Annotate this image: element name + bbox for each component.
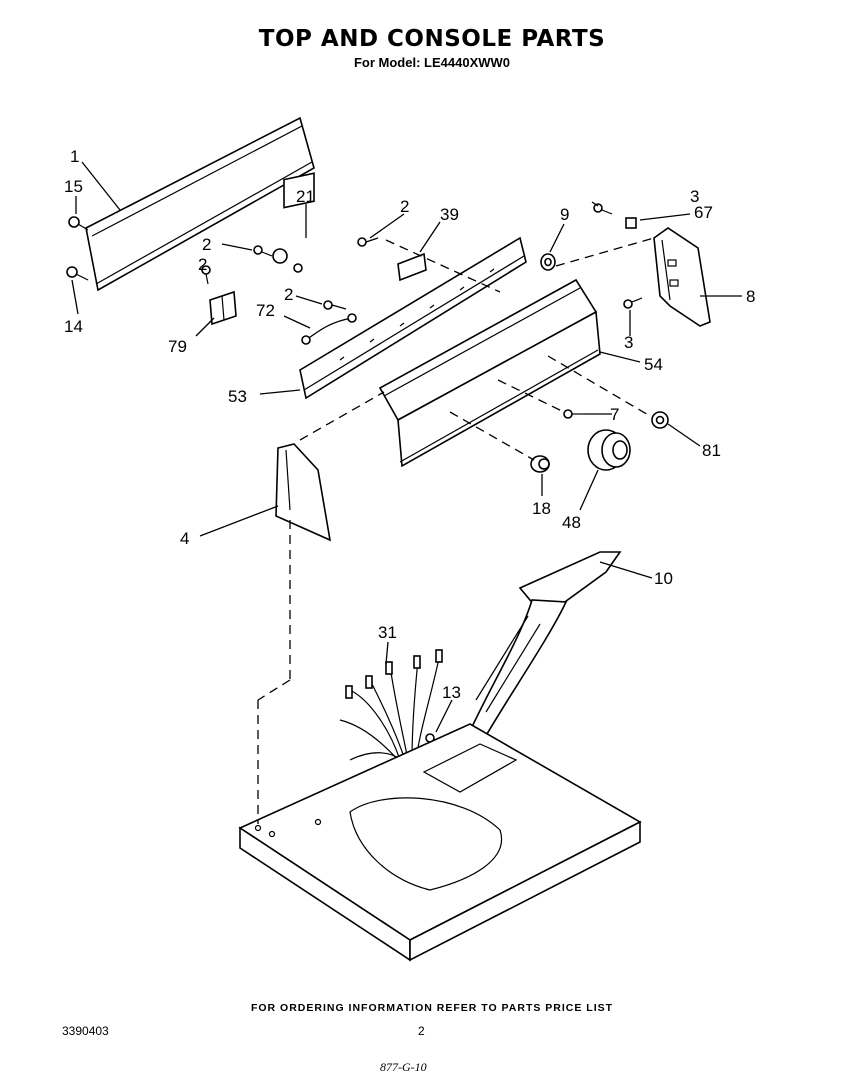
callout-18: 18 — [532, 499, 551, 518]
leader-lines — [71, 161, 742, 733]
part-10-lint-duct — [464, 551, 622, 748]
part-1-top-panel — [85, 116, 315, 292]
ordering-note: FOR ORDERING INFORMATION REFER TO PARTS … — [250, 1002, 614, 1014]
callout-31: 31 — [378, 623, 397, 642]
callout-2-b: 2 — [400, 197, 409, 216]
callout-39: 39 — [440, 205, 459, 224]
callout-15: 15 — [64, 177, 83, 196]
callout-13: 13 — [442, 683, 461, 702]
exploded-parts-diagram: 1 15 14 21 2 2 2 2 39 9 3 67 8 3 79 72 5… — [64, 116, 755, 962]
callout-labels: 1 15 14 21 2 2 2 2 39 9 3 67 8 3 79 72 5… — [64, 147, 755, 702]
callout-48: 48 — [562, 513, 581, 532]
panel-slots-icon — [339, 268, 495, 361]
part-72-wire-icon — [301, 313, 357, 345]
part-9-grommet-icon — [540, 253, 556, 271]
callout-3-a: 3 — [690, 187, 699, 206]
callout-53: 53 — [228, 387, 247, 406]
callout-7: 7 — [610, 405, 619, 424]
callout-79: 79 — [168, 337, 187, 356]
part-81-grommet-icon — [651, 411, 669, 429]
callout-81: 81 — [702, 441, 721, 460]
callout-2-a: 2 — [202, 235, 211, 254]
screw-14-icon — [66, 266, 89, 281]
part-8-end-cap — [653, 227, 711, 327]
part-48-knob-icon — [587, 429, 631, 471]
handwritten-code: 877-G-10 — [380, 1060, 427, 1074]
callout-54: 54 — [644, 355, 663, 374]
callout-21: 21 — [296, 187, 315, 206]
part-4-end-cap — [275, 443, 332, 542]
callout-2-d: 2 — [284, 285, 293, 304]
document-number: 3390403 — [62, 1024, 109, 1038]
part-21-switch-icon — [272, 172, 315, 273]
callout-67: 67 — [694, 203, 713, 222]
part-54-console — [378, 278, 601, 468]
part-79-icon — [209, 290, 237, 326]
model-subtitle: For Model: LE4440XWW0 — [353, 55, 511, 70]
alignment-lines — [257, 237, 655, 824]
callout-72: 72 — [256, 301, 275, 320]
screw-15-icon — [68, 216, 89, 231]
callout-2-c: 2 — [198, 255, 207, 274]
callout-1: 1 — [70, 147, 79, 166]
callout-8: 8 — [746, 287, 755, 306]
callout-10: 10 — [654, 569, 673, 588]
callout-14: 14 — [64, 317, 83, 336]
page-number: 2 — [418, 1024, 425, 1038]
cabinet-top — [238, 723, 642, 962]
callout-4: 4 — [180, 529, 189, 548]
page-title: TOP AND CONSOLE PARTS — [258, 26, 606, 52]
callout-3-b: 3 — [624, 333, 633, 352]
screw-3-icon — [593, 203, 643, 309]
screw-7-icon — [563, 409, 584, 419]
part-39-icon — [397, 252, 427, 282]
screw-2-icon — [201, 237, 379, 310]
part-18-grommet-icon — [530, 455, 550, 473]
callout-9: 9 — [560, 205, 569, 224]
clip-67-icon — [625, 217, 637, 229]
